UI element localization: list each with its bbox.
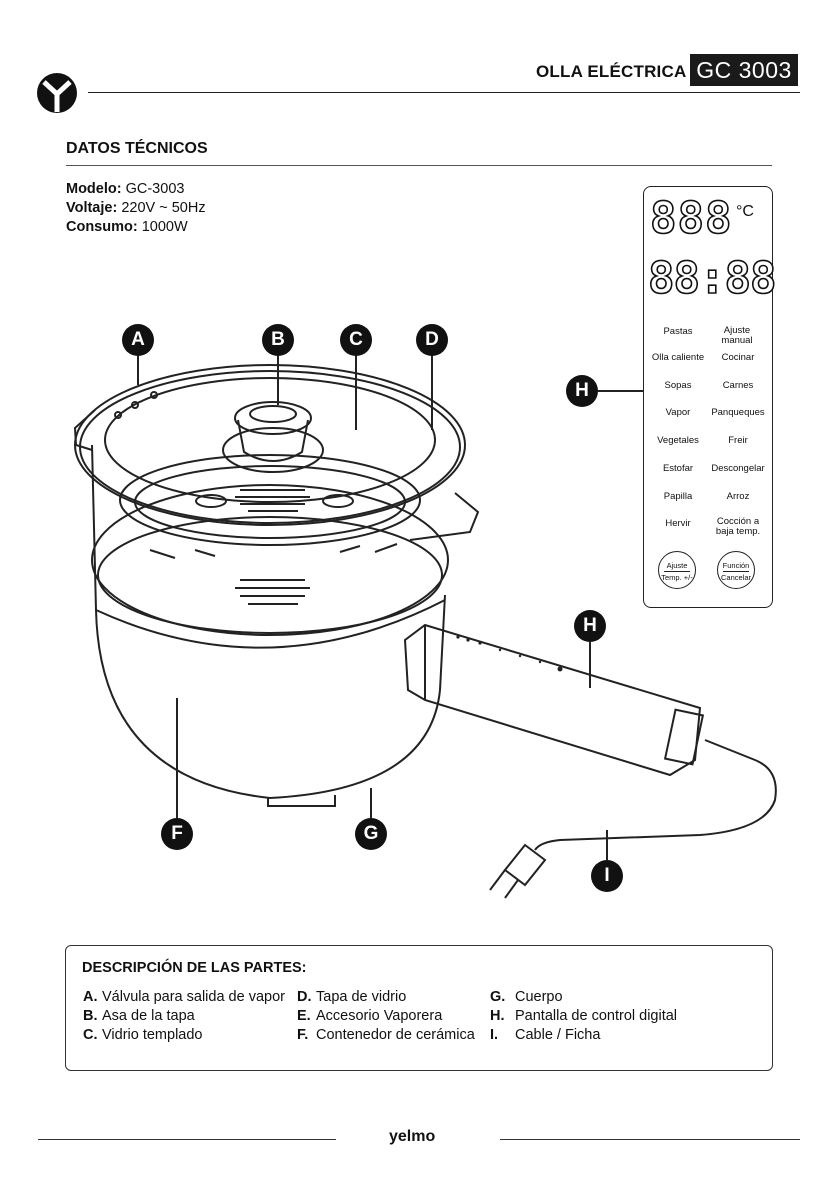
callout-f: F [161, 818, 193, 850]
part-e: E.Accesorio Vaporera [297, 1008, 443, 1024]
spec-model: Modelo: GC-3003 [66, 181, 185, 197]
menu-arroz: Arroz [726, 491, 750, 502]
part-i: I.Cable / Ficha [490, 1027, 601, 1043]
callout-h-panel: H [566, 375, 598, 407]
header-divider [88, 92, 800, 93]
temperature-unit: °C [736, 203, 754, 220]
parts-description: DESCRIPCIÓN DE LAS PARTES: A.Válvula par… [65, 945, 773, 1071]
menu-olla-caliente: Olla caliente [651, 352, 705, 363]
menu-panqueques: Panqueques [711, 407, 765, 418]
brand-logo-icon [37, 73, 77, 113]
menu-sopas: Sopas [664, 380, 692, 391]
part-h: H.Pantalla de control digital [490, 1008, 678, 1024]
part-c: C.Vidrio templado [83, 1027, 203, 1043]
callout-d: D [416, 324, 448, 356]
part-b: B.Asa de la tapa [83, 1008, 195, 1024]
footer-brand: yelmo [389, 1128, 436, 1145]
callout-h-handle: H [574, 610, 606, 642]
menu-pastas: Pastas [663, 326, 693, 337]
parts-title: DESCRIPCIÓN DE LAS PARTES: [82, 960, 307, 976]
temp-adjust-button: Ajuste Temp. +/- [658, 551, 696, 589]
callout-b: B [262, 324, 294, 356]
footer-line-left [38, 1139, 336, 1140]
callout-c: C [340, 324, 372, 356]
spec-power: Consumo: 1000W [66, 219, 188, 235]
part-d: D.Tapa de vidrio [297, 989, 407, 1005]
time-display: 88:88 [647, 253, 777, 304]
part-a: A.Válvula para salida de vapor [83, 989, 285, 1005]
callout-a: A [122, 324, 154, 356]
function-cancel-button: Función Cancelar [717, 551, 755, 589]
menu-descongelar: Descongelar [711, 463, 765, 474]
pot-illustration [73, 355, 777, 899]
callout-i: I [591, 860, 623, 892]
temperature-display: 888 [649, 193, 733, 244]
menu-freir: Freir [728, 435, 748, 446]
part-f: F.Contenedor de cerámica [297, 1027, 475, 1043]
part-g: G.Cuerpo [490, 989, 563, 1005]
menu-ajuste-manual: Ajuste manual [721, 325, 753, 346]
menu-coccion-baja-temp: Cocción a baja temp. [715, 516, 761, 537]
specs-divider [66, 165, 772, 166]
menu-vegetales: Vegetales [657, 435, 699, 446]
model-badge: GC 3003 [690, 54, 798, 86]
menu-papilla: Papilla [663, 491, 693, 502]
menu-carnes: Carnes [722, 380, 754, 391]
footer-line-right [500, 1139, 800, 1140]
control-panel: 888 °C 88:88 Pastas Ajuste manual Olla c… [643, 186, 777, 608]
menu-cocinar: Cocinar [721, 352, 755, 363]
menu-hervir: Hervir [665, 518, 691, 529]
menu-estofar: Estofar [662, 463, 694, 474]
menu-vapor: Vapor [665, 407, 691, 418]
specs-block: Modelo: GC-3003 Voltaje: 220V ~ 50Hz Con… [66, 180, 206, 237]
spec-voltage: Voltaje: 220V ~ 50Hz [66, 200, 206, 216]
specs-title: DATOS TÉCNICOS [66, 140, 208, 157]
product-name: OLLA ELÉCTRICA [536, 62, 687, 81]
callout-g: G [355, 818, 387, 850]
